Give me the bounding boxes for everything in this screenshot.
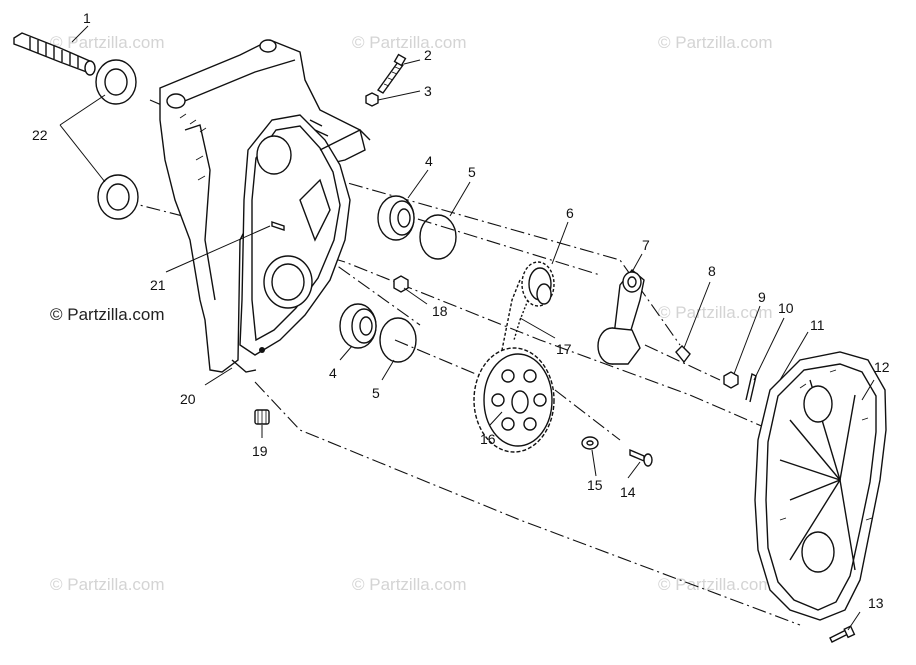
part-snap-ring-upper [419,214,457,260]
callout-9: 9 [758,289,766,305]
watermark: © Partzilla.com [658,33,773,52]
callout-3: 3 [424,83,432,99]
callout-5: 5 [468,164,476,180]
part-chain [499,279,529,361]
part-seal-lower [97,174,139,220]
part-chain-case-cover [754,351,887,621]
callout-8: 8 [708,263,716,279]
part-tensioner-arm [597,269,645,365]
callout-18: 18 [432,303,448,319]
part-lower-sprocket [473,347,555,453]
callout-1: 1 [83,10,91,26]
callout-15: 15 [587,477,603,493]
part-seal-upper [95,59,137,105]
callout-21: 21 [150,277,166,293]
part-bearing-lower [339,303,377,349]
part-washer-8 [675,345,691,364]
part-housing [159,39,371,373]
watermark: © Partzilla.com [352,33,467,52]
main-watermark: © Partzilla.com [50,305,165,324]
leader-lines [59,25,875,631]
callout-17: 17 [556,341,572,357]
callout-13: 13 [868,595,884,611]
watermark: © Partzilla.com [352,575,467,594]
part-bolt-13 [829,625,856,643]
part-cotter-pin [745,372,757,403]
callout-10: 10 [778,300,794,316]
part-shaft [13,32,96,76]
callout-4-lower: 4 [329,365,337,381]
watermark: © Partzilla.com [658,575,773,594]
part-plug-19 [254,409,270,425]
callout-11: 11 [810,317,825,333]
part-nut-9 [723,371,739,389]
callout-12: 12 [874,359,890,375]
callout-labels: 1 2 3 4 5 6 7 8 9 10 11 12 13 14 15 16 1… [32,10,890,611]
callout-5-lower: 5 [372,385,380,401]
watermark-layer: © Partzilla.com © Partzilla.com © Partzi… [50,33,773,594]
part-upper-sprocket [521,261,555,307]
callout-6: 6 [566,205,574,221]
part-dowel-21 [271,221,285,231]
callout-7: 7 [642,237,650,253]
part-bearing-upper [377,195,415,241]
watermark: © Partzilla.com [50,575,165,594]
callout-22: 22 [32,127,48,143]
part-nut-3 [365,92,379,107]
part-washer-15 [581,436,599,450]
callout-19: 19 [252,443,268,459]
part-bolt-14 [629,448,653,467]
callout-4: 4 [425,153,433,169]
part-snap-ring-lower [379,317,417,363]
watermark: © Partzilla.com [658,303,773,322]
part-bolt-2 [376,53,407,94]
callout-14: 14 [620,484,636,500]
watermark: © Partzilla.com [50,33,165,52]
callout-2: 2 [424,47,432,63]
callout-16: 16 [480,431,496,447]
callout-20: 20 [180,391,196,407]
housing-drain-hole [259,347,265,353]
